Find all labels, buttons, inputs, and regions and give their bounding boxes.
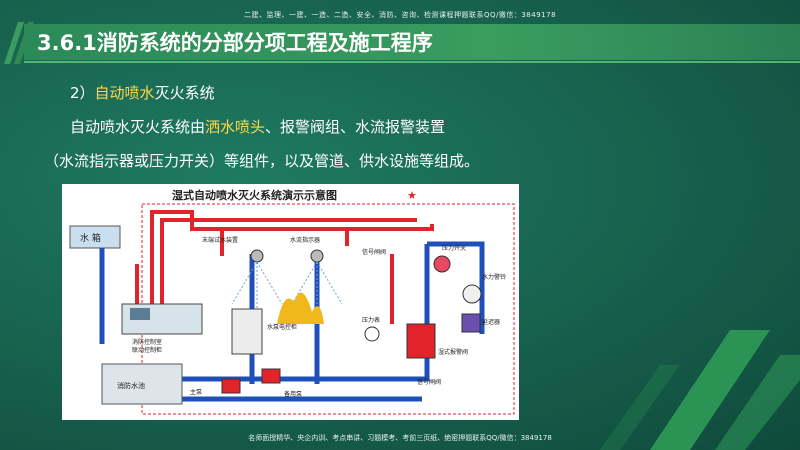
body-line-1: 自动喷水灭火系统由洒水喷头、报警阀组、水流报警装置 xyxy=(70,116,445,137)
alarm-bell xyxy=(462,284,482,304)
label-pressure-switch: 压力开关 xyxy=(442,244,466,252)
title-bar xyxy=(24,24,800,60)
label-control-cabinet: 联动控制柜 xyxy=(132,346,162,354)
label-control-room: 消防控制室 xyxy=(132,338,162,346)
fire-flame xyxy=(277,292,324,324)
sprinkler-head-left xyxy=(250,249,264,263)
heading-highlight: 自动喷水 xyxy=(94,84,155,102)
line1-highlight: 洒水喷头 xyxy=(205,118,266,136)
label-pressure-gauge: 压力表 xyxy=(362,316,380,324)
water-tank xyxy=(69,225,121,249)
pressure-switch xyxy=(433,255,451,273)
dashed-signal-frame xyxy=(141,203,515,415)
standby-pump xyxy=(261,368,281,384)
main-pump xyxy=(221,378,241,394)
label-flow-indicator: 水流指示器 xyxy=(290,236,320,244)
sprinkler-head-right xyxy=(310,249,324,263)
label-standby-pump: 备用泵 xyxy=(284,390,302,398)
retard-chamber xyxy=(461,313,481,333)
sprinkler-system-diagram: 湿式自动喷水灭火系统演示示意图 ★ 水 箱 xyxy=(62,184,519,420)
title-underline xyxy=(24,61,800,63)
red-pipes xyxy=(135,210,434,324)
label-main-pump: 主泵 xyxy=(190,388,202,396)
label-retard-chamber: 延迟器 xyxy=(482,318,500,326)
label-end-test: 末端试水装置 xyxy=(202,236,238,244)
fire-pool xyxy=(101,363,183,405)
pump-control-cabinet xyxy=(231,308,263,355)
label-signal-valve: 信号闸阀 xyxy=(362,248,386,256)
label-alarm-bell: 水力警铃 xyxy=(482,273,506,281)
label-fire-pool: 消防水池 xyxy=(117,381,145,390)
label-wet-alarm-valve: 湿式报警阀 xyxy=(438,348,468,356)
label-signal-valve-2: 信号闸阀 xyxy=(417,378,441,386)
diagram-title: 湿式自动喷水灭火系统演示示意图 xyxy=(172,188,337,202)
heading-suffix: 灭火系统 xyxy=(154,84,215,102)
label-pump-cabinet: 水泵电控柜 xyxy=(267,323,297,331)
heading-prefix: 2） xyxy=(70,84,95,102)
section-heading: 2）自动喷水灭火系统 xyxy=(70,82,215,103)
water-tank-label: 水 箱 xyxy=(80,232,101,244)
bottom-watermark-note: 名师面授精华、央企内训、考点串讲、习题模考、考前三页纸、绝密押题联系QQ/微信：… xyxy=(248,434,552,442)
line1-prefix: 自动喷水灭火系统由 xyxy=(70,118,206,136)
pressure-gauge xyxy=(364,326,380,342)
line1-suffix: 、报警阀组、水流报警装置 xyxy=(265,118,446,136)
top-watermark-note: 二建、监理、一建、一造、二造、安全、消防、咨询、检测课程押题联系QQ/微信：38… xyxy=(243,11,557,19)
body-line-2: （水流指示器或压力开关）等组件，以及管道、供水设施等组成。 xyxy=(44,152,480,170)
diagram-svg: 湿式自动喷水灭火系统演示示意图 ★ 水 箱 xyxy=(69,188,515,415)
slide-title: 3.6.1消防系统的分部分项工程及施工程序 xyxy=(37,31,433,55)
corner-decoration xyxy=(600,330,800,450)
diagram-star: ★ xyxy=(407,189,417,202)
control-screen xyxy=(130,308,150,320)
wet-alarm-valve xyxy=(406,323,436,359)
